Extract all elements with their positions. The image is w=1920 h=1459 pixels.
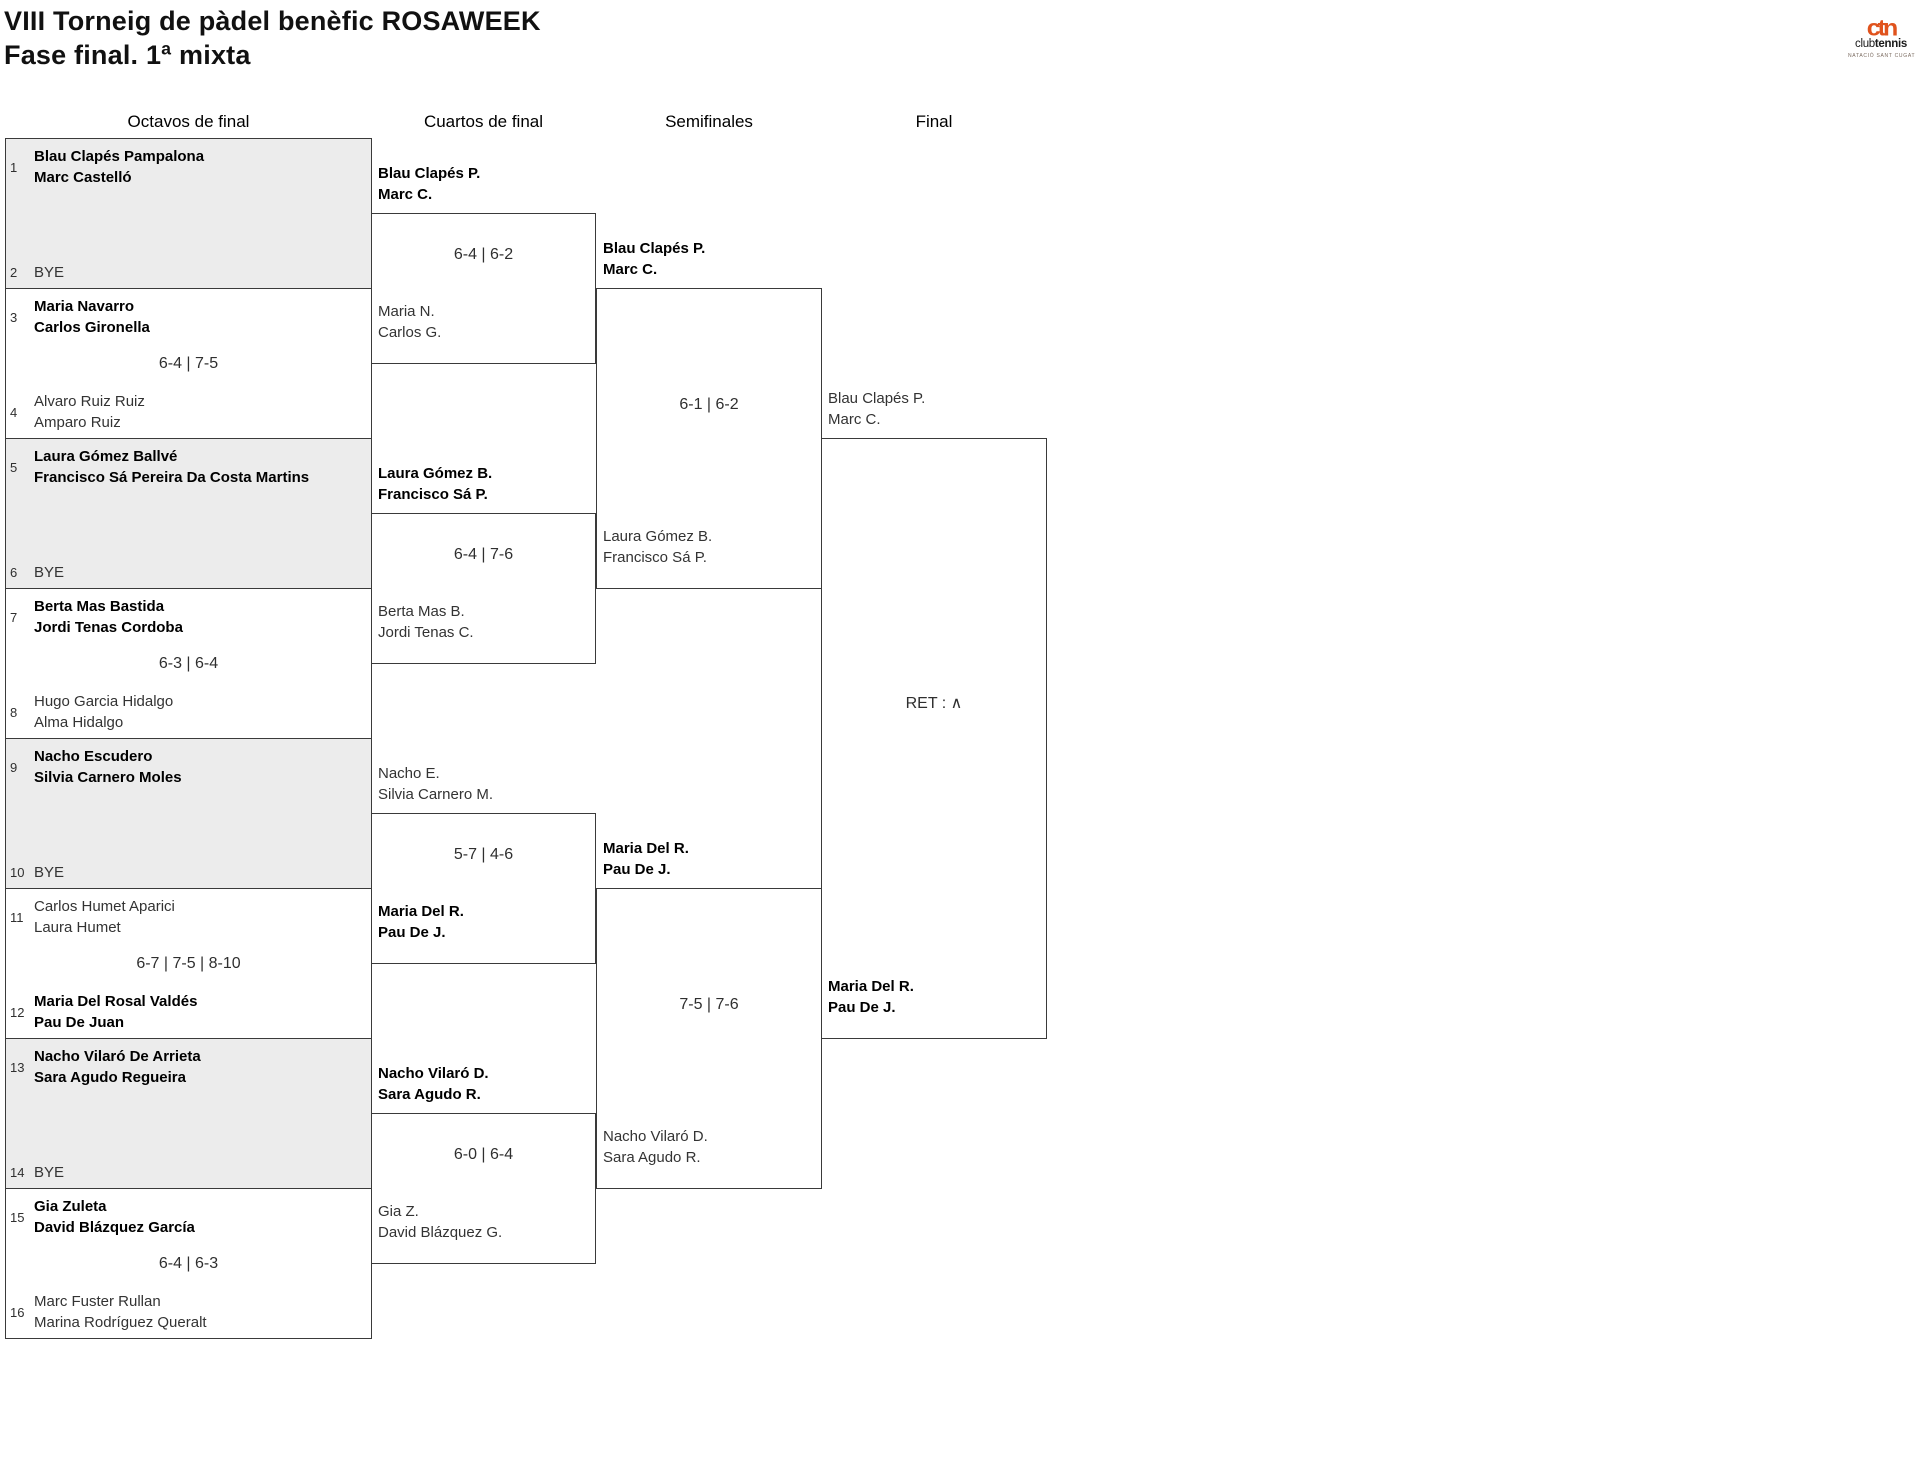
seed-number: 5 (10, 459, 18, 475)
seed-number: 2 (10, 265, 18, 280)
match-score: 6-3 | 6-4 (158, 654, 219, 672)
seed-number: 15 (10, 1209, 25, 1225)
round-header-final: Final (915, 112, 953, 131)
seed-number: 16 (10, 1304, 25, 1320)
team-name: BYE (34, 264, 65, 281)
team-name: Maria N.Carlos G. (378, 303, 442, 341)
semifinal-match-1: Blau Clapés P.Marc C. 6-1 | 6-2 Laura Gó… (596, 240, 822, 589)
match-score: 6-7 | 7-5 | 8-10 (136, 954, 241, 972)
team-name: BYE (34, 864, 65, 881)
team-name: Nacho Vilaró D.Sara Agudo R. (603, 1128, 708, 1166)
match-score: 6-0 | 6-4 (453, 1146, 514, 1163)
page-title: VIII Torneig de pàdel benèfic ROSAWEEK (4, 6, 541, 36)
seed-number: 11 (10, 909, 24, 925)
team-name: Nacho E.Silvia Carnero M. (378, 765, 494, 803)
cuartos-match-1: Blau Clapés P.Marc C. 6-4 | 6-2 Maria N.… (371, 165, 596, 364)
seed-number: 4 (10, 404, 18, 420)
seed-number: 10 (10, 865, 25, 880)
match-score: 6-4 | 7-6 (453, 546, 514, 563)
semifinal-match-2: Maria Del R.Pau De J. 7-5 | 7-6 Nacho Vi… (596, 840, 822, 1189)
team-name: Nacho Vilaró D.Sara Agudo R. (378, 1065, 489, 1103)
seed-number: 12 (10, 1004, 25, 1020)
team-name: Laura Gómez B.Francisco Sá P. (603, 528, 713, 566)
club-logo-mark-icon: ctn (1866, 15, 1899, 41)
team-slot: 10 BYE (6, 862, 365, 883)
cuartos-match-3: Nacho E.Silvia Carnero M. 5-7 | 4-6 Mari… (371, 765, 596, 964)
seed-number: 8 (10, 704, 18, 720)
team-name: Blau Clapés P.Marc C. (828, 390, 926, 428)
match-score: 5-7 | 4-6 (453, 846, 514, 863)
seed-number: 9 (10, 759, 18, 775)
team-name: Maria Del R.Pau De J. (378, 903, 464, 941)
team-slot: 2 BYE (6, 262, 365, 283)
team-slot: 14 BYE (6, 1162, 365, 1183)
seed-number: 14 (10, 1165, 25, 1180)
team-slot: 6 BYE (6, 562, 365, 583)
round-header-octavos: Octavos de final (127, 112, 250, 131)
match-score: 6-1 | 6-2 (679, 396, 739, 413)
club-logo: ctn clubtennis NATACIÓ SANT CUGAT (1848, 15, 1916, 59)
match-score: 7-5 | 7-6 (679, 996, 739, 1013)
club-logo-name: clubtennis (1855, 38, 1907, 50)
match-score: RET : ∧ (905, 695, 963, 712)
page-subtitle: Fase final. 1ª mixta (4, 40, 251, 70)
team-name: Blau Clapés P.Marc C. (378, 165, 481, 203)
seed-number: 6 (10, 565, 18, 580)
match-score: 6-4 | 6-2 (453, 246, 514, 263)
team-name: Berta Mas B.Jordi Tenas C. (378, 603, 474, 641)
seed-number: 3 (10, 309, 18, 325)
final-match: Blau Clapés P.Marc C. RET : ∧ Maria Del … (821, 390, 1047, 1039)
team-name: Maria Del R.Pau De J. (828, 978, 914, 1016)
team-name: Laura Gómez B.Francisco Sá P. (378, 465, 493, 503)
team-name: BYE (34, 564, 65, 581)
team-name: Blau Clapés P.Marc C. (603, 240, 706, 278)
seed-number: 13 (10, 1059, 25, 1075)
match-score: 6-4 | 7-5 (158, 354, 219, 372)
team-name: Gia Z.David Blázquez G. (378, 1203, 503, 1241)
seed-number: 1 (10, 159, 18, 175)
club-logo-tagline: NATACIÓ SANT CUGAT (1848, 52, 1916, 59)
team-name: BYE (34, 1164, 65, 1181)
seed-number: 7 (10, 609, 18, 625)
round-header-semifinales: Semifinales (665, 112, 753, 131)
round-header-cuartos: Cuartos de final (423, 112, 544, 131)
cuartos-match-4: Nacho Vilaró D.Sara Agudo R. 6-0 | 6-4 G… (371, 1065, 596, 1264)
team-name: Maria Del R.Pau De J. (603, 840, 689, 878)
cuartos-match-2: Laura Gómez B.Francisco Sá P. 6-4 | 7-6 … (371, 465, 596, 664)
match-score: 6-4 | 6-3 (158, 1254, 219, 1272)
